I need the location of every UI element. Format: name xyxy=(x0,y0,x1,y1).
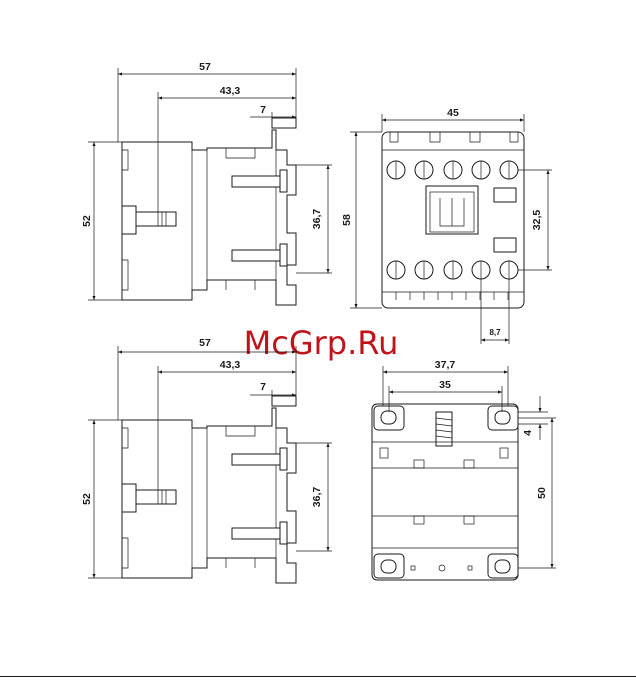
dim-bottom-back-height: 50 xyxy=(536,487,548,499)
dim-top-front-height: 58 xyxy=(341,214,353,226)
page-bottom-rule xyxy=(0,676,636,677)
dim-bottom-side-height: 52 xyxy=(81,493,93,505)
dim-bottom-back-inner: 35 xyxy=(439,379,451,391)
side-view-top: 57 43,3 7 52 36,7 xyxy=(81,61,332,305)
dim-bottom-back-outer: 37,7 xyxy=(435,359,456,371)
dim-top-side-depth: 43,3 xyxy=(220,85,241,97)
dim-top-front-width: 45 xyxy=(447,107,459,119)
dim-bottom-back-slot: 4 xyxy=(522,430,534,436)
dim-top-side-height: 52 xyxy=(81,215,93,227)
dim-top-side-width: 57 xyxy=(199,61,211,73)
side-view-bottom: 57 43,3 7 52 36,7 xyxy=(81,337,332,583)
dim-top-side-offset: 7 xyxy=(260,104,266,116)
dim-bottom-side-offset: 7 xyxy=(260,381,266,393)
dim-top-side-terminal: 36,7 xyxy=(311,209,323,230)
dim-bottom-side-depth: 43,3 xyxy=(220,359,241,371)
dim-bottom-side-terminal: 36,7 xyxy=(311,487,323,508)
dim-top-front-pin: 8,7 xyxy=(489,328,501,337)
watermark: McGrp.Ru xyxy=(244,324,399,362)
dim-bottom-side-width: 57 xyxy=(199,337,211,349)
back-view-bottom: 37,7 35 4 50 xyxy=(372,359,556,580)
dim-top-front-pitch: 32,5 xyxy=(531,210,543,231)
front-view-top: 45 58 32,5 8,7 xyxy=(341,107,552,344)
